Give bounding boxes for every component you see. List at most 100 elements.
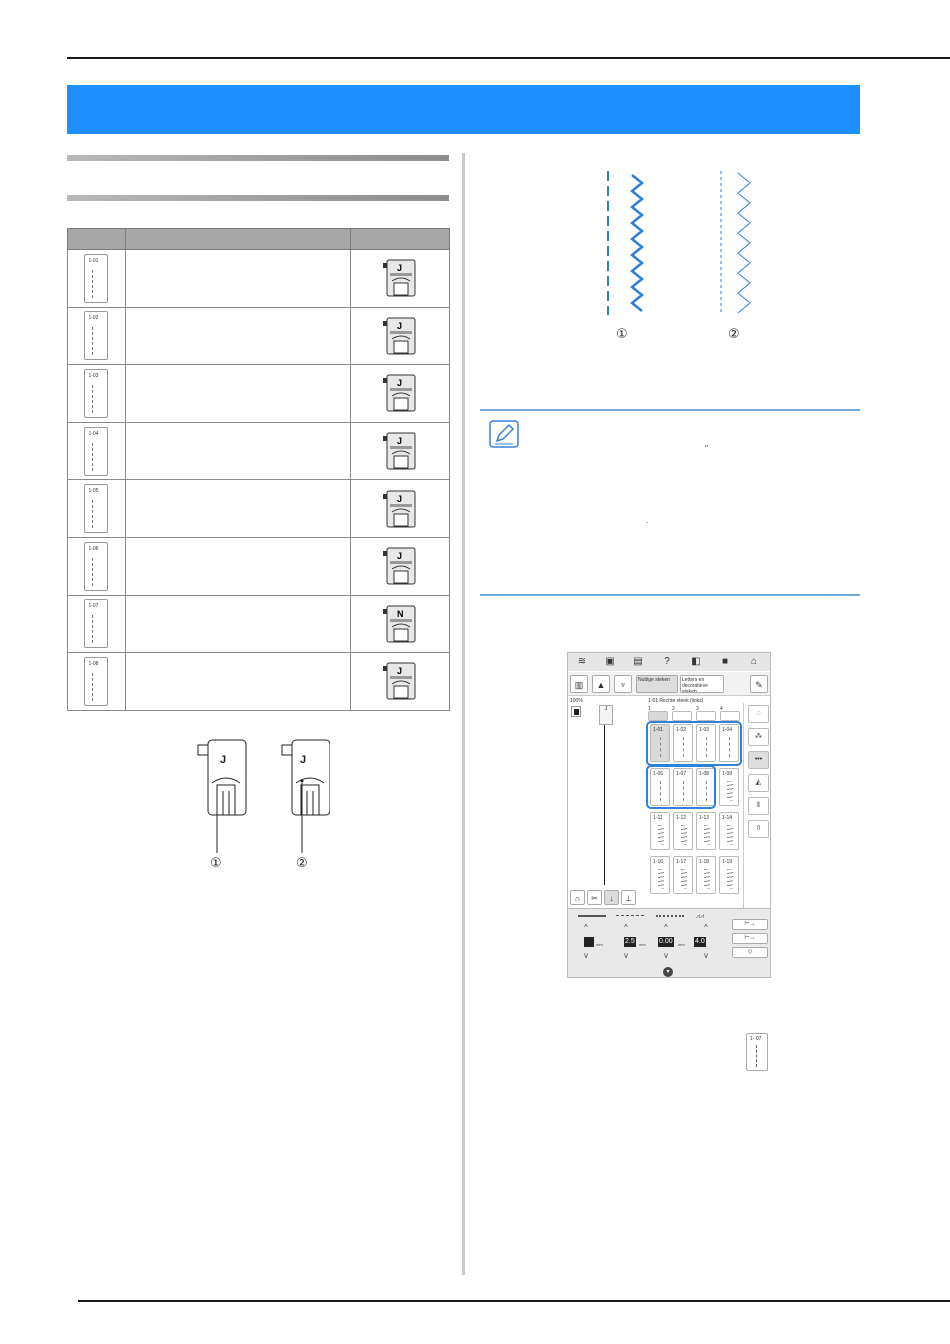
- stitch-button[interactable]: 1-09: [719, 768, 739, 806]
- twin-needle-icon[interactable]: ‖: [748, 797, 769, 815]
- stitch-callout-1: ①: [616, 327, 628, 342]
- machine-screen: ≋ ▣ ▤ ? ◧ ■ ⌂ ▥ ▲ ♆ Nuttige steken Lette…: [567, 652, 771, 978]
- stitch-name-cell: [124, 364, 352, 423]
- stitch-button[interactable]: 1-01: [650, 724, 670, 762]
- foot-cell: J: [350, 479, 450, 538]
- stitch-button-code: 1-11: [653, 815, 663, 821]
- tension-down-icon[interactable]: v: [704, 951, 708, 960]
- chapter-banner: [67, 85, 860, 134]
- foot-letter: N: [397, 609, 404, 619]
- category-number: 3: [696, 706, 699, 712]
- stitch-button[interactable]: 1-17: [673, 856, 693, 894]
- width-value: 2.5: [624, 937, 636, 947]
- category-button[interactable]: [648, 711, 668, 721]
- table-row: 1-08 J: [67, 652, 450, 711]
- foot-lift-icon[interactable]: ⊥: [621, 890, 636, 905]
- stitch-name-cell: [124, 536, 352, 596]
- table-row: 1-03 J: [67, 364, 450, 423]
- width-up-icon[interactable]: ^: [584, 923, 588, 932]
- scroll-down-icon[interactable]: ▾: [663, 967, 673, 977]
- camera-icon[interactable]: ▣: [605, 656, 615, 667]
- size-icon[interactable]: ⇳: [748, 820, 769, 838]
- side-toolbar: ◌ ⁂ ••• ◭ ‖ ⇳: [743, 703, 770, 908]
- stitch-button[interactable]: 1-16: [650, 856, 670, 894]
- category-button[interactable]: [672, 711, 692, 721]
- stitch-button[interactable]: 1-11: [650, 812, 670, 850]
- stitch-icon: 1-01: [84, 253, 109, 303]
- tab-letters[interactable]: Letters en decoratieve steken: [680, 675, 724, 693]
- pattern-icon[interactable]: ⁂: [748, 728, 769, 746]
- function-buttons: ∩ ✂ ↓ ⊥: [570, 890, 640, 906]
- stitch-callout-2: ②: [728, 327, 740, 342]
- stitch-button[interactable]: 1-19: [719, 856, 739, 894]
- preview-box[interactable]: [571, 706, 581, 717]
- pattern-book-icon[interactable]: ▥: [570, 675, 588, 693]
- stitch-button-code: 1-03: [699, 727, 710, 733]
- stitch-button-code: 1-13: [699, 815, 710, 821]
- width-unit: mm: [639, 942, 646, 947]
- thread-icon[interactable]: ◌: [748, 705, 769, 723]
- category-number: 2: [672, 706, 675, 712]
- dots-icon[interactable]: •••: [748, 751, 769, 769]
- value-box-1: [584, 937, 594, 947]
- stitch-name-cell: [124, 594, 352, 654]
- stitch-cell: 1-07: [67, 594, 126, 654]
- presser-foot-icon: J: [383, 432, 416, 470]
- stitch-cell: 1-08: [67, 652, 126, 711]
- stitch-button[interactable]: 1-04: [719, 724, 739, 762]
- note-rule-bottom: [480, 594, 860, 596]
- stitch-button-code: 1-08: [699, 771, 710, 777]
- reverse-icon[interactable]: ∩: [570, 890, 585, 905]
- category-button[interactable]: [696, 711, 716, 721]
- memory-load-icon[interactable]: ⊢→: [732, 933, 768, 944]
- tension-up-icon[interactable]: ^: [704, 923, 708, 932]
- stitch-name-cell: [124, 249, 352, 308]
- memory-save-icon[interactable]: ⊢→: [732, 919, 768, 930]
- stitch-button[interactable]: 1-13: [696, 812, 716, 850]
- stitch-button[interactable]: 1-03: [696, 724, 716, 762]
- triangle-icon[interactable]: ▲: [592, 675, 610, 693]
- edit-icon[interactable]: ✎: [750, 675, 768, 693]
- help-icon[interactable]: ?: [664, 656, 670, 667]
- highlight-row-2: [646, 765, 716, 809]
- category-button[interactable]: [720, 711, 740, 721]
- reset-icon[interactable]: ◇: [732, 947, 768, 958]
- zoom-label: 100%: [570, 698, 583, 704]
- stitch-button[interactable]: 1-14: [719, 812, 739, 850]
- stitch-button[interactable]: 1-06: [650, 768, 670, 806]
- memory-icon[interactable]: ▤: [633, 656, 643, 667]
- foot-cell: J: [350, 364, 450, 423]
- length-down-icon[interactable]: v: [624, 951, 628, 960]
- pos-up-icon[interactable]: ^: [664, 923, 668, 932]
- tab-utility[interactable]: Nuttige steken: [636, 675, 678, 693]
- bottom-rule: [78, 1300, 950, 1302]
- stitch-button[interactable]: 1-02: [673, 724, 693, 762]
- stitch-button-code: 1-12: [676, 815, 687, 821]
- note-mark-2: .: [646, 516, 649, 525]
- wifi-icon[interactable]: ≋: [577, 656, 587, 667]
- stitch-cell: 1-03: [67, 364, 126, 423]
- bobbin-icon[interactable]: ◧: [691, 656, 701, 667]
- lock-icon[interactable]: ■: [721, 656, 729, 667]
- needle-icon[interactable]: ♆: [614, 675, 632, 693]
- width-down-icon[interactable]: v: [584, 951, 588, 960]
- stitch-button-code: 1-09: [722, 771, 733, 777]
- pos-down-icon[interactable]: v: [664, 951, 668, 960]
- category-tabs: ▥ ▲ ♆ Nuttige steken Letters en decorati…: [568, 672, 770, 696]
- presser-foot-icon: N: [383, 605, 416, 643]
- foot-letter: J: [397, 321, 402, 331]
- callout-2: ②: [296, 856, 308, 870]
- stitch-cell: 1-06: [67, 536, 126, 596]
- stitch-button[interactable]: 1-07: [673, 768, 693, 806]
- stitch-button[interactable]: 1-18: [696, 856, 716, 894]
- presser-foot-icon: J: [383, 662, 416, 700]
- length-up-icon[interactable]: ^: [624, 923, 628, 932]
- stitch-reference-icon: 1- 07: [746, 1033, 768, 1071]
- scissors-icon[interactable]: ✂: [587, 890, 602, 905]
- home-icon[interactable]: ⌂: [750, 656, 758, 667]
- stitch-button[interactable]: 1-12: [673, 812, 693, 850]
- callout-1: ①: [210, 856, 222, 870]
- needle-stop-icon[interactable]: ↓: [604, 890, 619, 905]
- mirror-icon[interactable]: ◭: [748, 774, 769, 792]
